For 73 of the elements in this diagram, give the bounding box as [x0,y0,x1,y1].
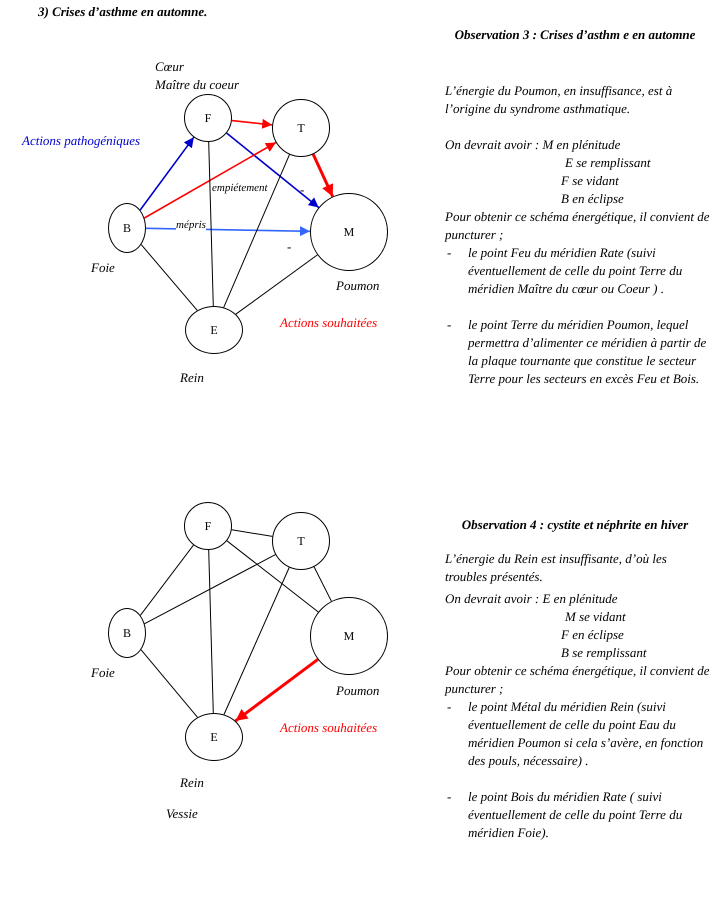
organ-label: Foie [91,259,115,277]
connector-line [224,567,290,715]
dash-mark: - [447,244,452,262]
annotation-text: Actions souhaitées [280,314,378,332]
phase-circle [185,713,243,761]
paragraph: Pour obtenir ce schéma énergétique, il convient de puncturer ; [445,208,710,244]
paragraph: le point Bois du méridien Rate ( suivi éventuellement de celle du point Terre du méridien Foie). [468,788,684,842]
phase-letter: M [344,629,354,643]
phase-letter: B [122,626,131,640]
paragraph: le point Feu du méridien Rate (suivi éventuellement de celle du point Terre du méridien Maître du cœur ou Coeur ) . [468,244,684,298]
organ-label: Maître du coeur [155,76,239,94]
text-line: F en éclipse [561,626,624,644]
section-heading: Observation 4 : cystite et néphrite en hiver [460,516,690,534]
annotation-text: Actions pathogéniques [22,132,142,150]
section-heading: Observation 3 : Crises d’asthm e en automne [454,26,696,44]
text-line: On devrait avoir : E en plénitude [445,590,618,608]
connector-line [140,244,198,311]
phase-circle [184,502,232,550]
phase-letter: T [297,121,305,135]
organ-label: Rein [180,369,204,387]
connector-line [223,154,290,308]
dash-mark: - [447,788,452,806]
text-line: F se vidant [561,172,619,190]
organ-label: Cœur [155,58,184,76]
phase-letter: E [210,730,218,744]
connector-line [140,544,194,616]
arrow [226,132,320,208]
dash-mark: - [287,238,292,256]
dash-mark: - [300,181,304,199]
paragraph: Pour obtenir ce schéma énergétique, il convient de puncturer ; [445,662,710,698]
text-line: E se remplissant [565,154,650,172]
connector-line [208,142,214,306]
text-line: M se vidant [565,608,626,626]
phase-circle [108,608,146,658]
annotation-text: Actions souhaitées [280,719,378,737]
phase-letter: F [204,111,212,125]
phase-letter: E [210,323,218,337]
phase-letter: T [297,534,305,548]
organ-label: Rein [180,774,204,792]
connector-line [231,529,273,537]
edge-label: empiétement [212,182,268,194]
paragraph: le point Métal du méridien Rein (suivi éventuellement de celle du point Eau du méridien Poumon si cela s’avère, en fonction des pouls, nécessaire) . [468,698,704,770]
page-title: 3) Crises d’asthme en automne. [38,3,208,21]
organ-label: Poumon [336,277,380,295]
dash-mark: - [447,316,452,334]
connector-line [208,550,214,714]
connector-line [144,554,276,624]
arrow [140,136,194,210]
dash-mark: - [447,698,452,716]
text-line: B en éclipse [561,190,624,208]
connector-line [314,566,332,602]
text-line: On devrait avoir : M en plénitude [445,136,620,154]
edge-label: mépris [176,219,206,231]
phase-letter: M [344,225,354,239]
arrow [144,142,276,219]
phase-letter: F [204,519,212,533]
connector-line [140,649,198,718]
phase-circle [184,94,232,142]
arrow [232,118,272,129]
phase-circle [108,203,146,253]
organ-label: Vessie [166,805,198,823]
paragraph: L’énergie du Rein est insuffisante, d’où les troubles présentés. [445,550,668,586]
arrow [312,154,334,198]
organ-label: Poumon [336,682,380,700]
paragraph: L’énergie du Poumon, en insuffisance, est à l’origine du syndrome asthmatique. [445,82,674,118]
arrow [234,658,319,722]
organ-label: Foie [91,664,115,682]
connector-line [226,540,319,612]
phase-letter: B [122,221,131,235]
connector-line [235,254,318,315]
phase-circle [185,306,243,354]
paragraph: le point Terre du méridien Poumon, lequel permettra d’alimenter ce méridien à partir de la plaque tournante que constitue le secteur Terre pour les secteurs en excès Feu et Bois. [468,316,708,388]
text-line: B se remplissant [561,644,646,662]
